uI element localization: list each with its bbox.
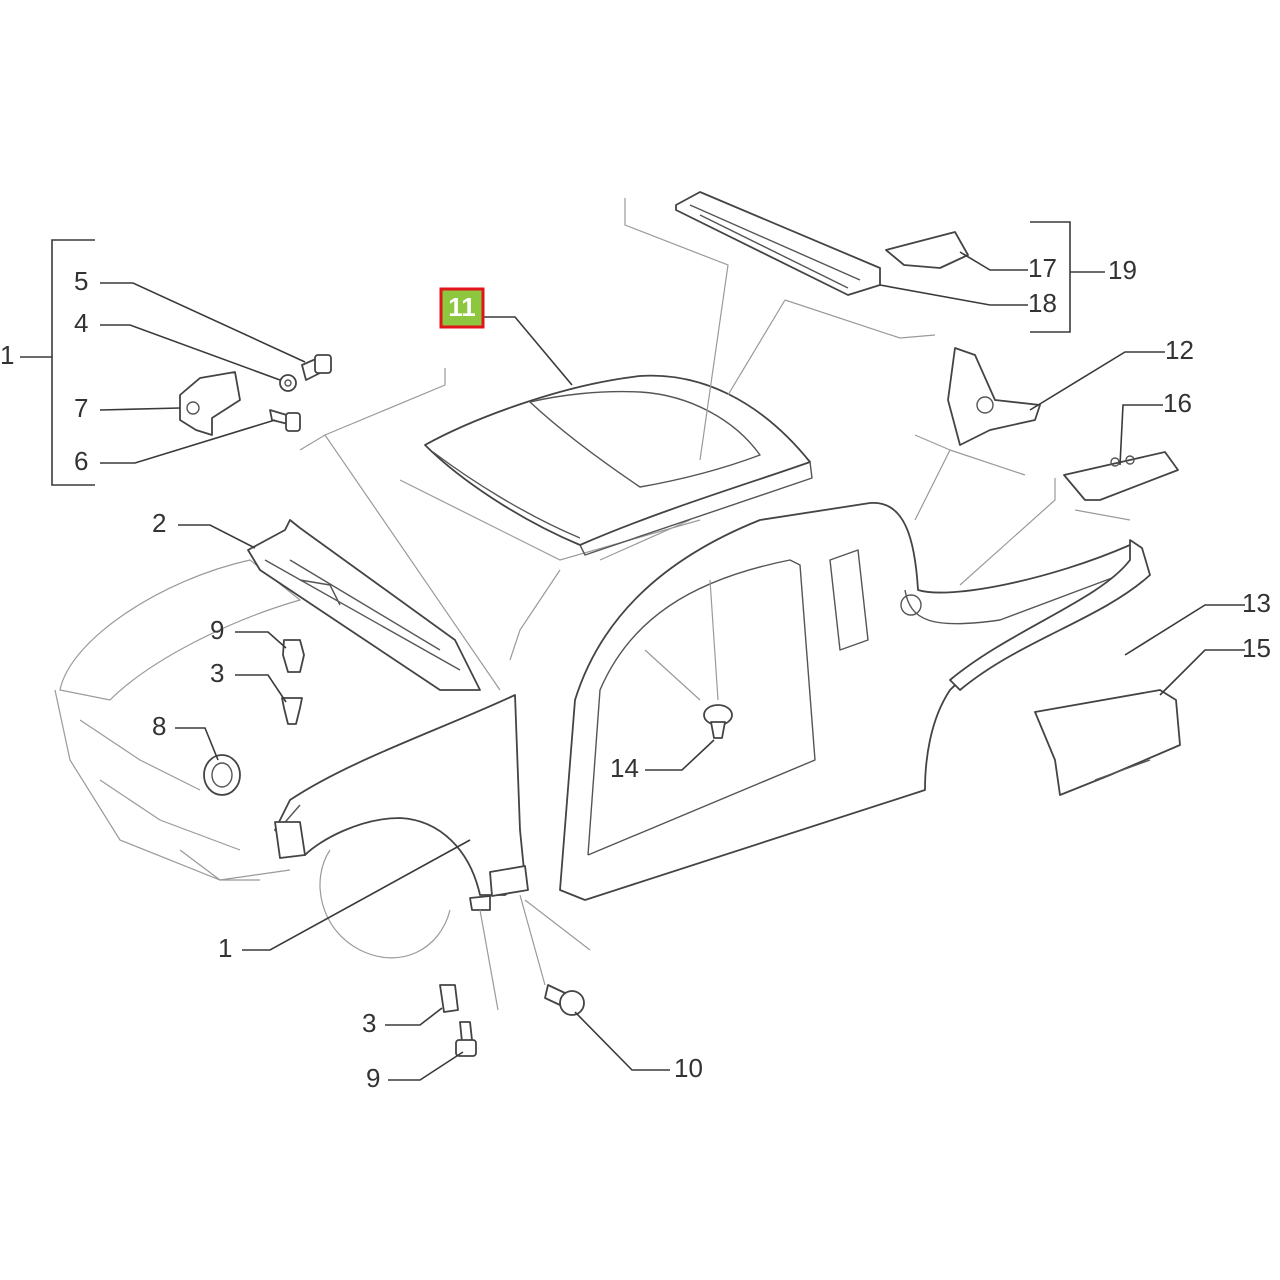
callout-14: 14 xyxy=(610,753,639,783)
leader-lines xyxy=(20,198,1245,1081)
callout-6: 6 xyxy=(74,446,88,476)
callout-17: 17 xyxy=(1028,253,1057,283)
bracket-16 xyxy=(1063,451,1179,501)
callout-labels: 1 5 4 7 6 2 9 3 8 1 3 9 10 11 12 13 14 1… xyxy=(0,253,1271,1093)
callout-2: 2 xyxy=(152,508,166,538)
hardware xyxy=(179,354,733,1057)
callout-9-bottom: 9 xyxy=(366,1063,380,1093)
callout-18: 18 xyxy=(1028,288,1057,318)
callout-7: 7 xyxy=(74,393,88,423)
roof-panel-11 xyxy=(424,374,813,556)
pillar-reinforcement-12 xyxy=(947,347,1041,446)
callout-13: 13 xyxy=(1242,588,1271,618)
callout-3-bottom: 3 xyxy=(362,1008,376,1038)
callout-8: 8 xyxy=(152,711,166,741)
callout-10: 10 xyxy=(674,1053,703,1083)
rear-wing-13 xyxy=(949,539,1151,691)
callout-12: 12 xyxy=(1165,335,1194,365)
callout-15: 15 xyxy=(1242,633,1271,663)
callout-3-top: 3 xyxy=(210,658,224,688)
scuttle-panel-2 xyxy=(247,519,481,691)
bracket-17 xyxy=(885,231,969,269)
callout-11: 11 xyxy=(448,292,476,322)
callout-4: 4 xyxy=(74,308,88,338)
callout-16: 16 xyxy=(1163,388,1192,418)
callout-9-top: 9 xyxy=(210,615,224,645)
highlight-box-11 xyxy=(439,287,485,329)
vehicle-body-outline xyxy=(54,479,701,959)
callout-19: 19 xyxy=(1108,255,1137,285)
callout-1-top: 1 xyxy=(0,340,14,370)
rear-panel-15 xyxy=(1034,689,1181,796)
callout-1-bottom: 1 xyxy=(218,933,232,963)
callout-5: 5 xyxy=(74,266,88,296)
side-body-panel xyxy=(559,502,1143,901)
rear-roof-crossmember xyxy=(675,191,881,296)
